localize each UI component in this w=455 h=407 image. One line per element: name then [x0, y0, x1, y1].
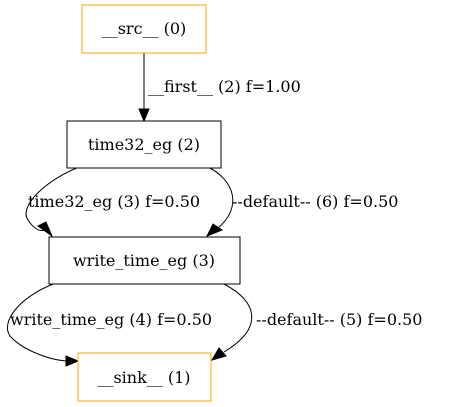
arrowhead-icon [65, 355, 80, 367]
edge-label-first: __first__ (2) f=1.00 [148, 77, 301, 96]
arrowhead-icon [138, 108, 150, 123]
edge-line [205, 165, 234, 229]
node-time32[interactable]: time32_eg (2) [66, 120, 222, 169]
arrowhead-icon [210, 347, 227, 361]
node-sink-label: __sink__ (1) [97, 368, 190, 387]
node-write-label: write_time_eg (3) [73, 251, 215, 270]
edge-label-default-5: --default-- (5) f=0.50 [256, 310, 422, 329]
arrowhead-icon [205, 223, 224, 237]
node-sink[interactable]: __sink__ (1) [77, 352, 212, 402]
edge-src-to-time32: __first__ (2) f=1.00 [138, 53, 301, 123]
edge-time32-to-write-right: --default-- (6) f=0.50 [205, 165, 398, 237]
node-src-box [81, 4, 207, 54]
node-src-label: __src__ (0) [102, 19, 187, 38]
edge-label-time32: time32_eg (3) f=0.50 [28, 192, 200, 211]
edge-line [25, 165, 83, 231]
node-time32-box [66, 120, 222, 169]
edge-time32-to-write-left: time32_eg (3) f=0.50 [25, 165, 200, 238]
edge-label-write-time: write_time_eg (4) f=0.50 [10, 310, 212, 329]
node-write[interactable]: write_time_eg (3) [48, 236, 241, 285]
node-src[interactable]: __src__ (0) [81, 4, 207, 54]
edge-label-default-6: --default-- (6) f=0.50 [232, 192, 398, 211]
node-sink-box [77, 352, 212, 402]
edge-line [6, 282, 67, 362]
edge-line [223, 283, 253, 353]
node-write-box [48, 236, 241, 285]
edge-write-to-sink-right: --default-- (5) f=0.50 [210, 283, 422, 361]
edge-write-to-sink-left: write_time_eg (4) f=0.50 [6, 282, 212, 367]
arrowhead-icon [37, 221, 54, 238]
node-time32-label: time32_eg (2) [88, 135, 200, 154]
